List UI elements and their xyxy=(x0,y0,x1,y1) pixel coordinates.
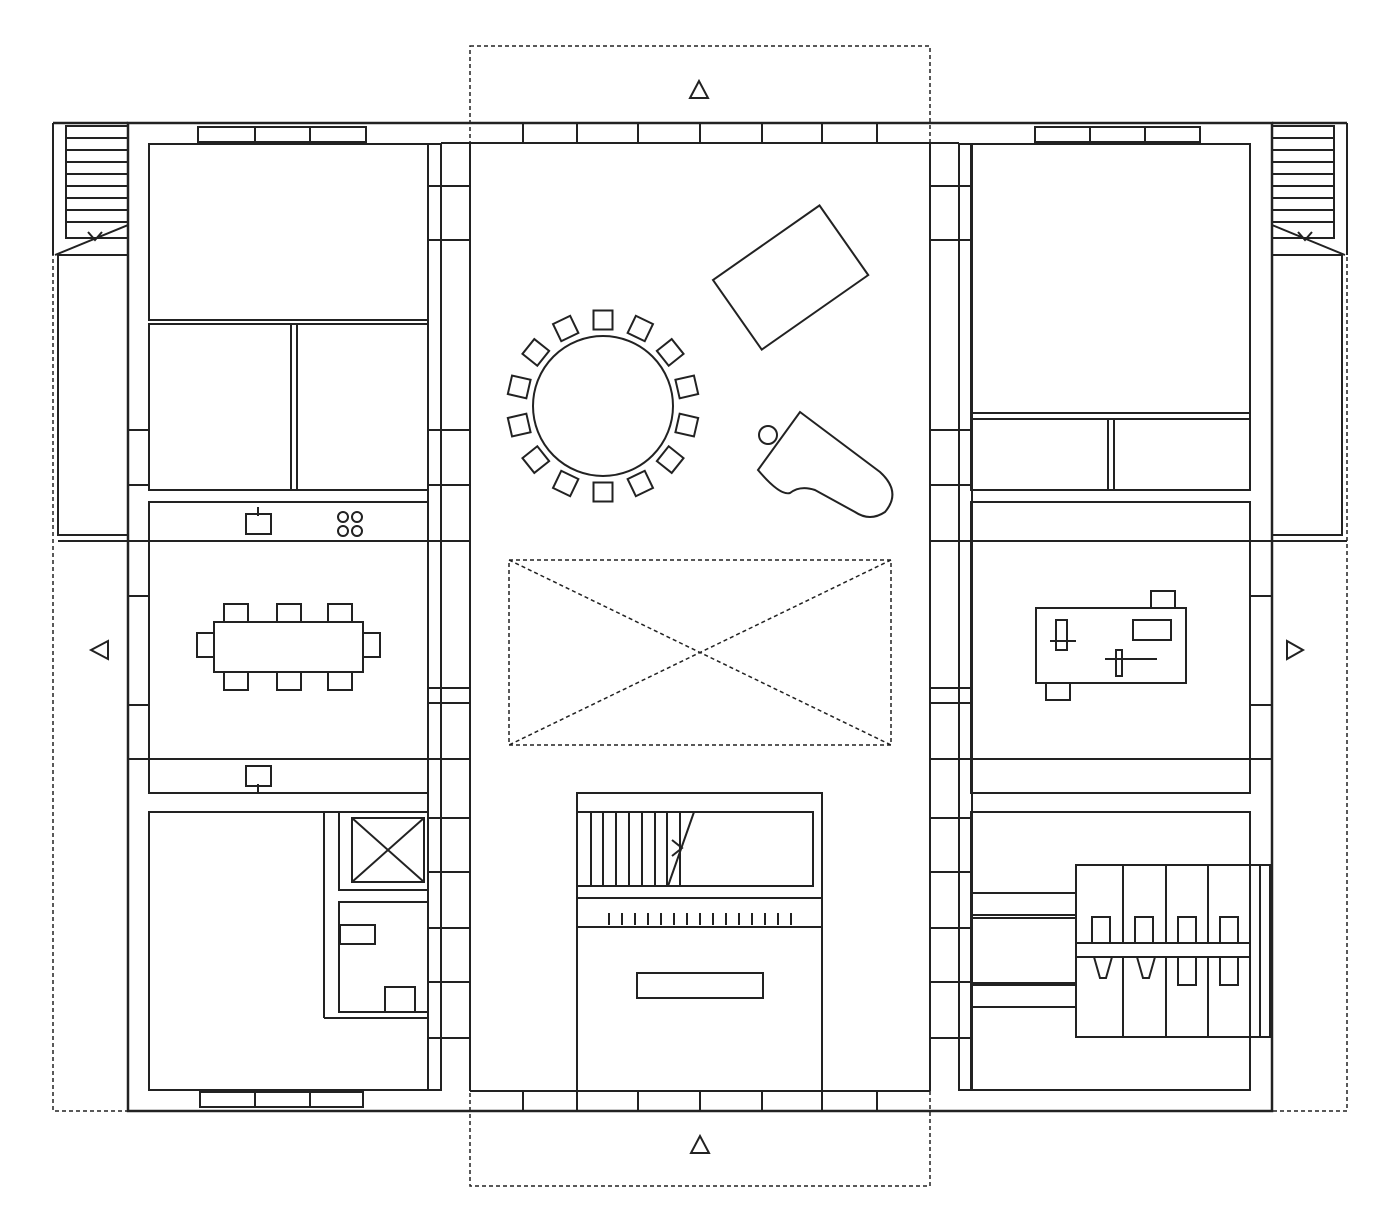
entrance-arrow-top xyxy=(688,78,710,99)
chair xyxy=(506,412,532,438)
chair xyxy=(276,603,302,623)
monitor-icon xyxy=(1132,619,1172,641)
chair xyxy=(196,632,215,658)
bench xyxy=(636,972,764,999)
chair xyxy=(223,603,249,623)
chair xyxy=(521,444,551,475)
desk xyxy=(1035,590,1187,701)
grand-piano xyxy=(756,410,894,518)
chair xyxy=(626,314,655,343)
window-bottom-left xyxy=(199,1091,364,1108)
exterior-stair-right xyxy=(1271,125,1346,536)
round-table xyxy=(506,309,700,503)
chair xyxy=(551,314,580,343)
chair xyxy=(362,632,381,658)
chair xyxy=(655,337,685,368)
lamp-icon xyxy=(1055,619,1068,651)
entrance-arrows xyxy=(88,78,1306,1154)
dining-table xyxy=(196,603,381,691)
chair-ring xyxy=(506,309,700,503)
chair xyxy=(506,374,532,400)
lockers xyxy=(970,864,1271,1038)
window-top-left xyxy=(197,126,367,143)
chair xyxy=(626,469,655,498)
entrance-arrow-bottom xyxy=(689,1133,711,1154)
entrance-arrow-right xyxy=(1286,639,1306,661)
laundry-bottom-right xyxy=(970,811,1251,1091)
chair xyxy=(592,309,614,331)
kitchen-fixtures xyxy=(245,507,363,792)
right-wing xyxy=(930,143,1347,1091)
toilet-icon xyxy=(339,924,376,945)
wall-outline xyxy=(126,121,1274,1113)
chair xyxy=(327,671,353,691)
terrace-top-bottom xyxy=(469,45,931,1187)
bedroom-top-right xyxy=(970,143,1251,491)
railing xyxy=(608,913,792,925)
drawing-tool-icon xyxy=(1115,649,1123,677)
sink-lower-icon xyxy=(245,765,272,787)
chair xyxy=(674,374,700,400)
entrance-arrow-left xyxy=(88,639,109,661)
sink-icon xyxy=(384,986,416,1013)
kitchen-dining xyxy=(148,501,429,794)
stove-burner-icon xyxy=(337,511,349,523)
chair xyxy=(327,603,353,623)
sofa xyxy=(711,204,870,352)
windows xyxy=(197,123,1201,1111)
void-opening xyxy=(508,559,892,746)
office xyxy=(970,501,1251,794)
chair xyxy=(521,337,551,368)
storage-top-left xyxy=(148,323,429,491)
exterior-stair-left xyxy=(54,125,129,536)
chair xyxy=(276,671,302,691)
sink-icon xyxy=(245,513,272,535)
piano-stool xyxy=(758,425,778,445)
chair xyxy=(655,444,685,475)
bathroom-bottom-left xyxy=(148,811,429,1091)
chair xyxy=(223,671,249,691)
window-top-right xyxy=(1034,126,1201,143)
bedroom-top-left xyxy=(148,143,429,321)
central-hall xyxy=(441,142,959,1091)
left-wing xyxy=(58,143,470,1091)
chair xyxy=(592,481,614,503)
chair xyxy=(551,469,580,498)
chair xyxy=(674,412,700,438)
interior-stair xyxy=(576,792,823,1092)
